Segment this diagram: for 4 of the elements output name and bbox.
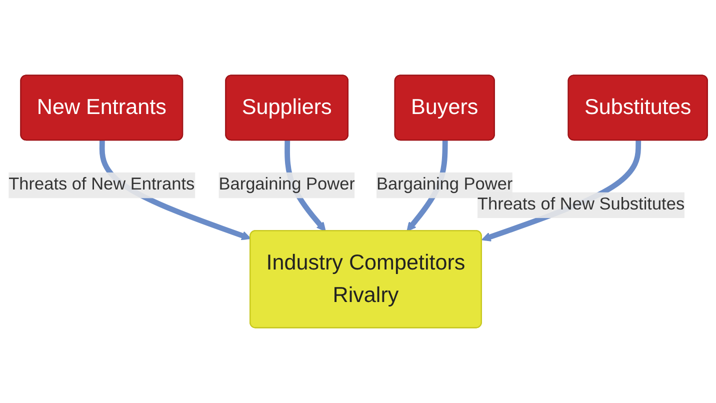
edge-label: Bargaining Power <box>218 176 355 194</box>
edge-label: Bargaining Power <box>376 176 513 194</box>
edge-label: Threats of New Entrants <box>8 176 195 194</box>
edge-label: Threats of New Substitutes <box>477 195 685 214</box>
